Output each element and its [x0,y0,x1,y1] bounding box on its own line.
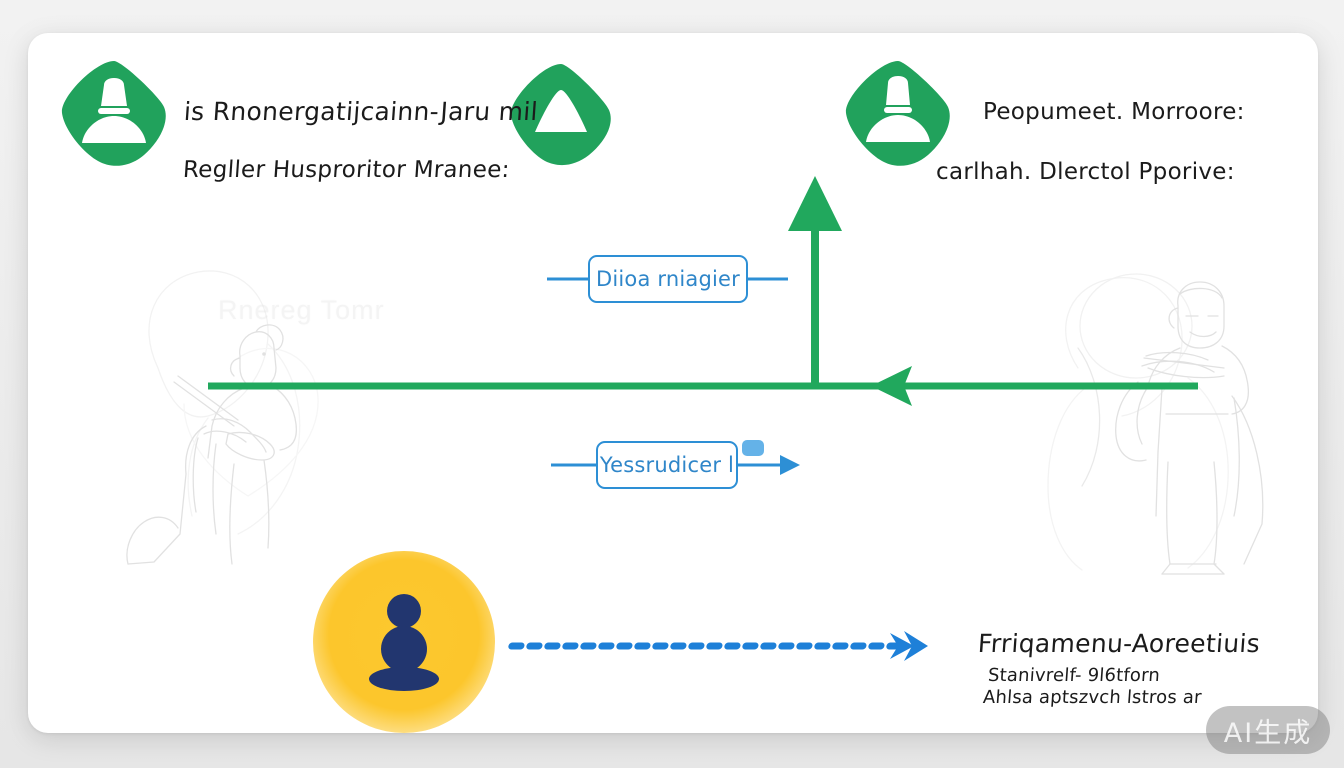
badge-center[interactable] [505,60,617,170]
blue-chip-marker [742,440,764,456]
footer-line-2: Ahlsa aptszvch lstros ar [982,687,1203,708]
person-lamp-icon [866,76,930,142]
ghost-text-left: Rnereg Tomr [218,295,385,325]
box-bottom[interactable]: Yessrudicer l [596,441,738,489]
ai-watermark-label: AI生成 [1223,717,1313,749]
footer-line-1: Stanivrelf- 9l6tforn [987,665,1161,686]
badge-left[interactable] [56,55,172,171]
heading-right-line-2: carlhah. Dlerctol Pporive: [936,159,1235,185]
person-avatar-icon [369,594,439,691]
green-arrow-layer [208,176,1198,406]
box-bottom-connectors [551,455,800,475]
box-top-label: Diioa rniagier [595,267,741,291]
box-top[interactable]: Diioa rniagier [588,255,748,303]
badge-right[interactable] [840,55,956,171]
sketch-figure-right [1018,248,1298,578]
dashed-blue-arrow [508,631,928,661]
diagram-card: Rnereg Tomr [28,33,1318,733]
avatar[interactable] [313,551,495,733]
person-lamp-icon [82,78,146,143]
box-top-connectors [547,277,788,281]
ai-watermark-badge: AI生成 [1206,706,1330,754]
box-bottom-label: Yessrudicer l [599,453,735,477]
footer-title: Frriqamenu-Aoreetiuis [976,629,1262,658]
triangle-arch-icon [535,90,587,132]
heading-left-line-1: is Rnonergatijcainn-Jaru mil [182,97,539,126]
heading-right-line-1: Peopumeet. Morroore: [983,99,1245,125]
heading-left-line-2: Regller Husproritor Mranee: [182,157,511,183]
